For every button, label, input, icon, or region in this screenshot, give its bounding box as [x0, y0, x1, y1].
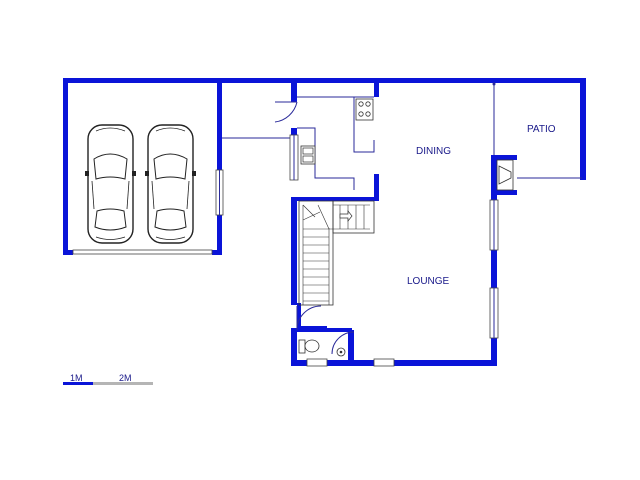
scale-label-1m: 1M [70, 373, 83, 383]
scale-label-2m: 2M [119, 373, 132, 383]
garage-door [72, 249, 213, 255]
staircase [298, 200, 375, 306]
kitchen [274, 96, 375, 190]
guest-wc [296, 305, 355, 357]
room-label-dining: DINING [416, 146, 451, 157]
car-icon [145, 124, 196, 244]
window [306, 358, 328, 367]
car-icon [85, 124, 136, 244]
room-label-patio: PATIO [527, 124, 556, 135]
stove-icon [355, 98, 374, 121]
house-walls [222, 78, 586, 366]
scale-bar: 1M 2M [63, 373, 153, 385]
window [373, 358, 395, 367]
arrow-icon [339, 210, 353, 222]
room-label-lounge: LOUNGE [407, 276, 450, 287]
toilet-icon [298, 339, 306, 354]
patio [492, 82, 582, 179]
garage [63, 78, 224, 255]
fireplace [496, 159, 514, 191]
sink-icon [300, 145, 316, 165]
